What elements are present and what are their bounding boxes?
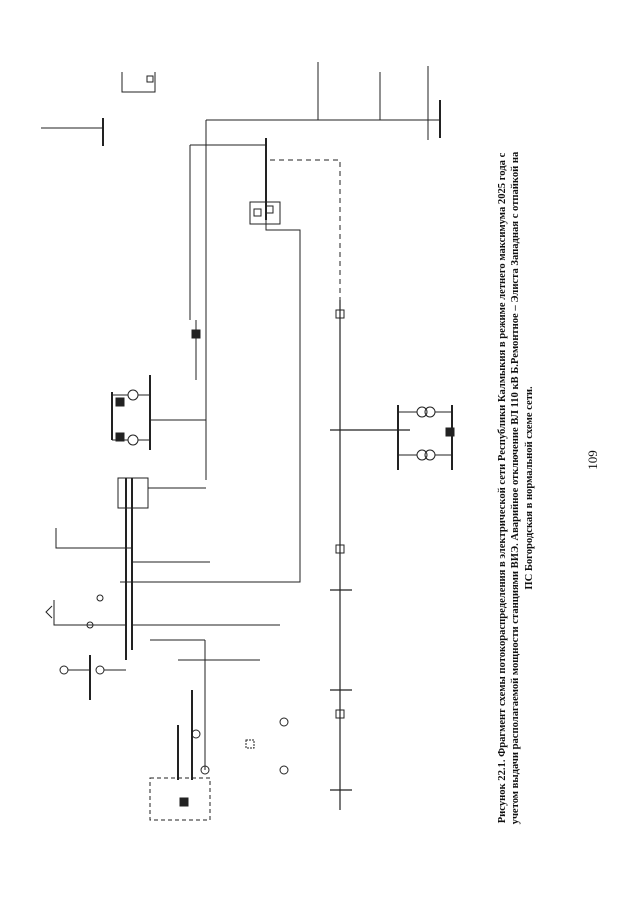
generator-symbol [280,718,288,726]
generator-symbol [280,766,288,774]
breaker-symbol [254,209,261,216]
breaker-symbol [246,740,254,748]
breaker-symbol [116,398,124,406]
breaker-symbol [336,545,344,553]
generator-symbol [192,730,200,738]
transmission-line [206,110,318,120]
breaker-symbol [180,798,188,806]
breaker-symbol [266,206,273,213]
transmission-line [56,528,132,548]
transformer-symbol [87,622,93,628]
feeder-line [54,600,96,625]
figure-caption: Рисунок 22.1. Фрагмент схемы потокораспр… [496,148,562,828]
frame-fragment [122,72,155,92]
disconnected-line [270,160,340,420]
generator-symbol [97,595,103,601]
breaker-symbol [192,330,200,338]
transmission-line [120,220,300,582]
caption-text: Фрагмент схемы потокораспределения в эле… [497,151,535,825]
transformer-symbol [128,390,138,400]
caption-label: Рисунок 22.1. [497,759,508,824]
breaker-symbol [336,710,344,718]
disconnector-symbol [46,606,52,618]
transformer-symbol [128,435,138,445]
transformer-symbol [96,666,104,674]
generator-symbol [60,666,68,674]
breaker-symbol [446,428,454,436]
breaker-symbol [336,310,344,318]
breaker-symbol [147,76,153,82]
substation-box [250,202,280,224]
dashed-substation-frame [150,778,210,820]
page-number: 109 [584,450,600,470]
breaker-symbol [116,433,124,441]
